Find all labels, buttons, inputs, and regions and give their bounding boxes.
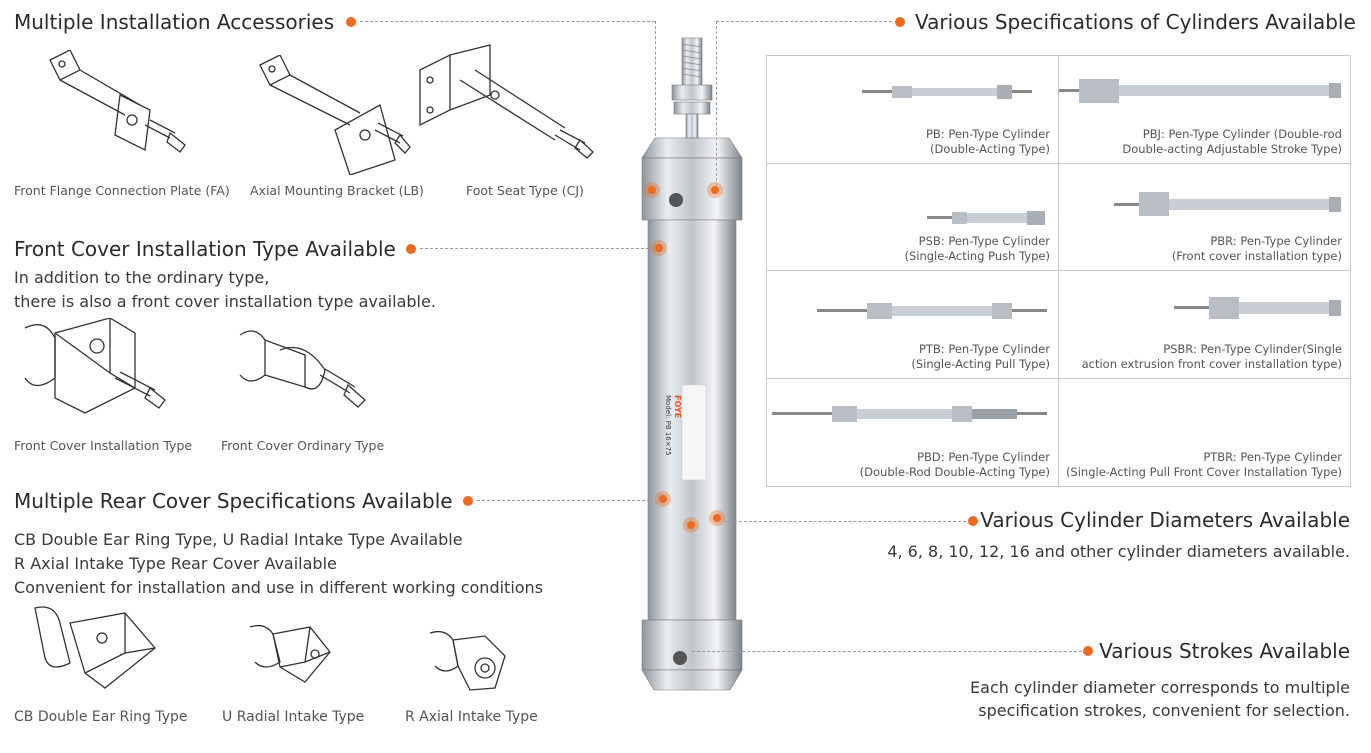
accessories-leader-drop bbox=[655, 21, 656, 146]
spec-cell-ptbr: PTBR: Pen-Type Cylinder(Single-Acting Pu… bbox=[1059, 379, 1350, 486]
r-axial-intake-drawing bbox=[429, 630, 506, 691]
strokes-leader-line bbox=[692, 651, 1082, 652]
spec-pbd-line-2: (Double-Rod Double-Acting Type) bbox=[859, 465, 1050, 479]
foot-seat-drawing bbox=[419, 44, 594, 159]
front-cover-leader-line bbox=[420, 248, 654, 249]
axial-bracket-drawing bbox=[259, 55, 411, 175]
specs-heading: Various Specifications of Cylinders Avai… bbox=[915, 10, 1356, 34]
rear-cover-leader-line bbox=[477, 500, 655, 501]
diameters-text: 4, 6, 8, 10, 12, 16 and other cylinder d… bbox=[887, 542, 1350, 561]
front-cover-line-2: there is also a front cover installation… bbox=[14, 292, 436, 311]
spec-pb-line-2: (Double-Acting Type) bbox=[930, 142, 1050, 156]
diameters-heading: Various Cylinder Diameters Available bbox=[980, 508, 1350, 532]
spec-psbr-line-1: PSBR: Pen-Type Cylinder(Single bbox=[1163, 342, 1342, 356]
accessory-label-fa: Front Flange Connection Plate (FA) bbox=[14, 183, 230, 198]
ptb-cylinder-image bbox=[817, 303, 1047, 319]
spec-cell-pbr: PBR: Pen-Type Cylinder(Front cover insta… bbox=[1059, 164, 1350, 271]
hotspot-rear-cover bbox=[655, 491, 671, 507]
spec-pbd-line-1: PBD: Pen-Type Cylinder bbox=[917, 450, 1050, 464]
pen-cylinder-image bbox=[641, 37, 743, 691]
front-cover-ordinary-drawing bbox=[239, 330, 366, 408]
hotspot-front-cover bbox=[651, 240, 667, 256]
cylinder-model-label: Model: PB 16×75 bbox=[664, 395, 672, 456]
hotspot-body-center bbox=[683, 517, 699, 533]
front-flange-plate-drawing bbox=[49, 50, 186, 153]
cylinder-spec-grid: PB: Pen-Type Cylinder(Double-Acting Type… bbox=[766, 55, 1351, 487]
front-cover-installation-drawing bbox=[24, 318, 166, 414]
psb-cylinder-image bbox=[927, 211, 1045, 225]
rear-cover-label-u: U Radial Intake Type bbox=[222, 709, 365, 725]
spec-psb-line-1: PSB: Pen-Type Cylinder bbox=[918, 234, 1050, 248]
rear-cover-line-3: Convenient for installation and use in d… bbox=[14, 578, 544, 597]
accessories-heading: Multiple Installation Accessories bbox=[14, 10, 335, 34]
accessories-leader-line bbox=[360, 21, 655, 22]
spec-ptbr-line-2: (Single-Acting Pull Front Cover Installa… bbox=[1065, 465, 1342, 479]
strokes-line-2: specification strokes, convenient for se… bbox=[978, 701, 1350, 720]
spec-psb-line-2: (Single-Acting Push Type) bbox=[904, 249, 1050, 263]
cylinder-brand-label: FOYE bbox=[673, 395, 682, 419]
rear-cover-line-1: CB Double Ear Ring Type, U Radial Intake… bbox=[14, 530, 463, 549]
pbr-cylinder-image bbox=[1114, 192, 1341, 216]
hotspot-front-cap-right bbox=[707, 182, 723, 198]
rear-cover-line-2: R Axial Intake Type Rear Cover Available bbox=[14, 554, 337, 573]
rear-cover-marker bbox=[463, 496, 473, 506]
accessory-label-cj: Foot Seat Type (CJ) bbox=[466, 183, 584, 198]
diameters-marker bbox=[968, 516, 978, 526]
spec-pbr-line-1: PBR: Pen-Type Cylinder bbox=[1210, 234, 1342, 248]
accessories-marker bbox=[346, 17, 356, 27]
strokes-marker bbox=[1083, 646, 1093, 656]
front-cover-label-ordinary: Front Cover Ordinary Type bbox=[221, 438, 385, 453]
diameters-leader-line bbox=[724, 521, 966, 522]
cb-double-ear-ring-drawing bbox=[34, 606, 156, 689]
front-cover-label-installation: Front Cover Installation Type bbox=[14, 438, 193, 453]
hotspot-front-cap-left bbox=[644, 182, 660, 198]
front-cover-heading: Front Cover Installation Type Available bbox=[14, 237, 396, 261]
spec-ptb-line-2: (Single-Acting Pull Type) bbox=[911, 357, 1050, 371]
strokes-heading: Various Strokes Available bbox=[1099, 639, 1350, 663]
hotspot-diameter bbox=[709, 510, 725, 526]
pbj-cylinder-image bbox=[1059, 79, 1341, 103]
pb-cylinder-image bbox=[862, 85, 1032, 99]
front-cover-line-1: In addition to the ordinary type, bbox=[14, 268, 270, 287]
rear-cover-label-r: R Axial Intake Type bbox=[405, 709, 538, 725]
spec-cell-ptb: PTB: Pen-Type Cylinder(Single-Acting Pul… bbox=[767, 271, 1059, 379]
spec-pbj-line-2: Double-acting Adjustable Stroke Type) bbox=[1122, 142, 1342, 156]
spec-pb-line-1: PB: Pen-Type Cylinder bbox=[925, 127, 1050, 141]
specs-leader-drop bbox=[716, 21, 717, 186]
spec-cell-pbd: PBD: Pen-Type Cylinder(Double-Rod Double… bbox=[767, 379, 1059, 486]
accessory-label-lb: Axial Mounting Bracket (LB) bbox=[250, 183, 424, 198]
front-cover-marker bbox=[406, 244, 416, 254]
specs-marker bbox=[895, 17, 905, 27]
pbd-cylinder-image bbox=[772, 406, 1047, 422]
psbr-cylinder-image bbox=[1174, 297, 1341, 319]
spec-psbr-line-2: action extrusion front cover installatio… bbox=[1081, 357, 1342, 371]
spec-pbj-line-1: PBJ: Pen-Type Cylinder (Double-rod bbox=[1142, 127, 1342, 141]
spec-cell-psb: PSB: Pen-Type Cylinder(Single-Acting Pus… bbox=[767, 164, 1059, 271]
spec-pbr-line-2: (Front cover installation type) bbox=[1171, 249, 1342, 263]
u-radial-intake-drawing bbox=[249, 624, 331, 683]
rear-cover-label-cb: CB Double Ear Ring Type bbox=[14, 709, 188, 725]
spec-ptb-line-1: PTB: Pen-Type Cylinder bbox=[918, 342, 1050, 356]
specs-leader-line bbox=[716, 21, 892, 22]
spec-ptbr-line-1: PTBR: Pen-Type Cylinder bbox=[1203, 450, 1342, 464]
rear-cover-heading: Multiple Rear Cover Specifications Avail… bbox=[14, 489, 453, 513]
strokes-line-1: Each cylinder diameter corresponds to mu… bbox=[970, 678, 1350, 697]
spec-cell-pb: PB: Pen-Type Cylinder(Double-Acting Type… bbox=[767, 56, 1059, 164]
